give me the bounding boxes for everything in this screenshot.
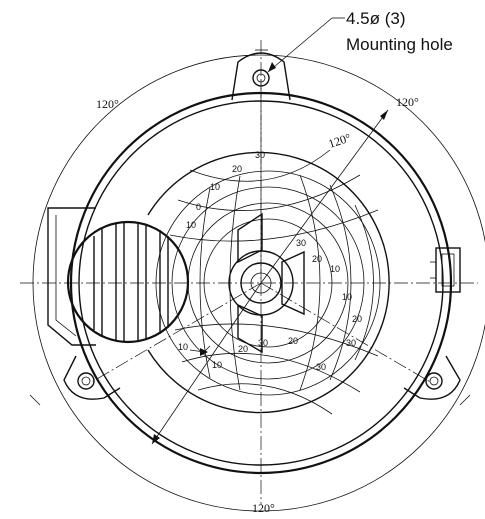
- mounting-ear-top: [231, 52, 291, 101]
- mounting-hole-leader: [267, 17, 345, 73]
- angle-label-inner: 120°: [327, 130, 353, 150]
- right-connector: [430, 247, 461, 293]
- center-hub: [228, 212, 305, 354]
- angle-label-bottom: 120°: [252, 501, 275, 515]
- angle-label-right: 120°: [396, 95, 419, 109]
- outer-dimension-circle: [32, 54, 485, 512]
- scale-number: 30: [255, 150, 265, 160]
- scale-number: 0: [196, 202, 201, 212]
- scale-number: 10: [342, 292, 352, 302]
- scale-number: 10: [186, 220, 196, 230]
- hole-size-label: 4.5ø (3): [346, 9, 406, 28]
- scale-number: 30: [346, 338, 356, 348]
- scale-number: 20: [288, 336, 298, 346]
- dimension-arrows: [29, 49, 471, 445]
- mounting-ear-left: [63, 355, 121, 400]
- mounting-ear-right: [403, 355, 461, 400]
- housing: [47, 91, 453, 475]
- dial-face: [147, 149, 390, 415]
- angle-label-left: 120°: [96, 97, 119, 111]
- scale-number: 10: [178, 342, 188, 352]
- scale-number: 10: [330, 264, 340, 274]
- scale-number: 30: [316, 362, 326, 372]
- scale-number: 20: [232, 164, 242, 174]
- inspection-window: [66, 220, 190, 344]
- dial-scale-numbers: 30 20 10 0 10 30 20 10 10 20 30 10 20 30…: [178, 150, 362, 372]
- scale-number: 10: [210, 182, 220, 192]
- hole-label: Mounting hole: [346, 35, 453, 54]
- scale-number: 20: [352, 314, 362, 324]
- scale-number: 30: [258, 338, 268, 348]
- scale-number: 20: [238, 344, 248, 354]
- centerlines: [20, 40, 478, 505]
- scale-number: 10: [212, 360, 222, 370]
- scale-number: 20: [312, 254, 322, 264]
- scale-number: 30: [296, 238, 306, 248]
